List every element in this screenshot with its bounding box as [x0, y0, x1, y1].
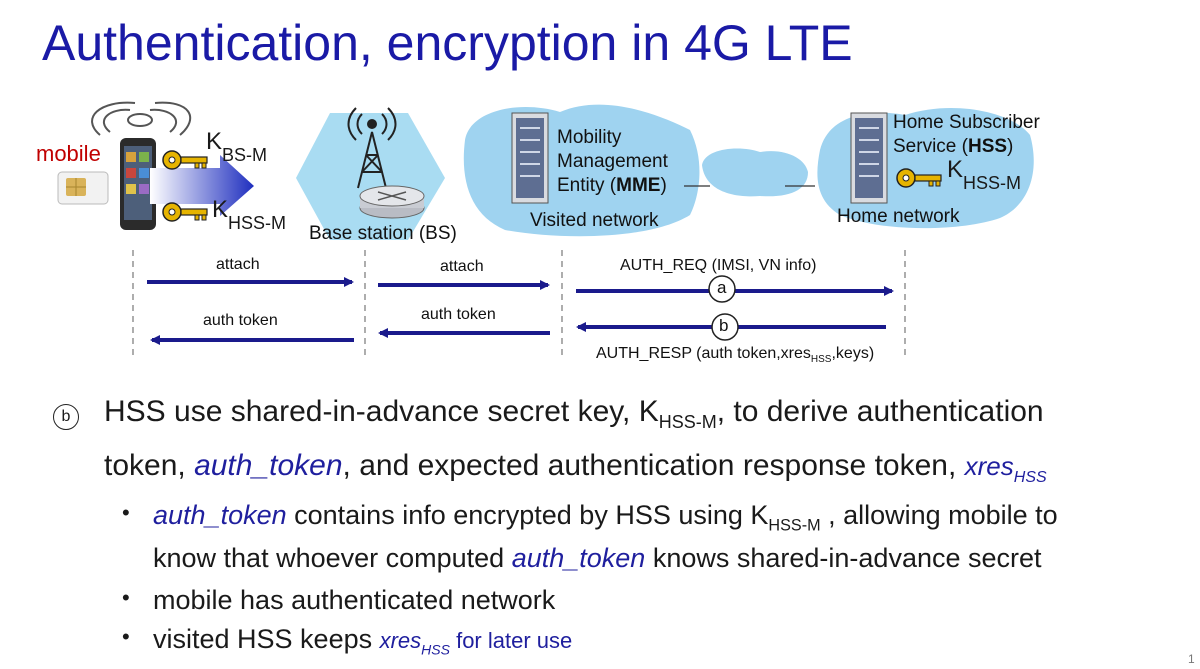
key-hss-icon: [896, 168, 942, 188]
msg-auth-token-1: auth token: [203, 312, 278, 329]
bullet-1-marker: •: [122, 500, 130, 525]
network-diagram: [57, 101, 1034, 360]
mme-label: Mobility Management Entity (MME): [557, 127, 668, 196]
line-1: HSS use shared-in-advance secret key, KH…: [104, 395, 1044, 432]
antenna-tower-icon: [347, 107, 397, 189]
bullet-2-marker: •: [122, 585, 130, 610]
bullet-2: mobile has authenticated network: [153, 585, 556, 615]
msg-attach-1: attach: [216, 256, 260, 273]
key-hss-label-mobile: KHSS-M: [212, 196, 287, 233]
bullet-1-cont: know that whoever computed auth_token kn…: [153, 543, 1042, 573]
home-network-label: Home network: [837, 206, 960, 227]
key-bs-icon: [162, 150, 208, 170]
step-marker-b: b: [53, 404, 79, 430]
visited-network-label: Visited network: [530, 210, 659, 231]
bullet-3-marker: •: [122, 624, 130, 649]
key-hss-mobile-icon: [162, 202, 208, 222]
mme-server-icon: [511, 112, 549, 204]
router-icon: [359, 185, 425, 219]
msg-auth-token-2: auth token: [421, 306, 496, 323]
base-station-hexagon: [296, 113, 445, 240]
msg-auth-req: AUTH_REQ (IMSI, VN info): [620, 257, 817, 274]
key-hss-label: KHSS-M: [947, 156, 1022, 193]
mobile-label: mobile: [36, 141, 101, 166]
line-2: token, auth_token, and expected authenti…: [104, 449, 1047, 486]
page-number: 1: [1188, 652, 1195, 666]
mobile-phone-icon: [120, 138, 156, 230]
mobile-to-bs-arrow: [150, 155, 254, 216]
bullet-1: auth_token contains info encrypted by HS…: [153, 500, 1058, 535]
marker-a: [708, 275, 736, 303]
hss-label: Home Subscriber Service (HSS): [893, 112, 1040, 157]
marker-a-label: a: [717, 278, 727, 297]
key-bs-label: KBS-M: [206, 128, 268, 165]
msg-attach-2: attach: [440, 258, 484, 275]
wireless-waves-icon: [91, 101, 192, 136]
marker-b: [711, 313, 739, 341]
lifelines: [132, 250, 906, 360]
marker-b-label: b: [719, 316, 729, 335]
bs-label: Base station (BS): [309, 223, 457, 244]
sim-card-icon: [57, 171, 109, 205]
hss-server-icon: [850, 112, 888, 204]
msg-auth-resp: AUTH_RESP (auth token,xresHSS,keys): [596, 345, 875, 366]
link-cloud: [702, 148, 808, 197]
bullet-3: visited HSS keeps xresHSS for later use: [153, 624, 573, 658]
page-title: Authentication, encryption in 4G LTE: [42, 15, 853, 71]
